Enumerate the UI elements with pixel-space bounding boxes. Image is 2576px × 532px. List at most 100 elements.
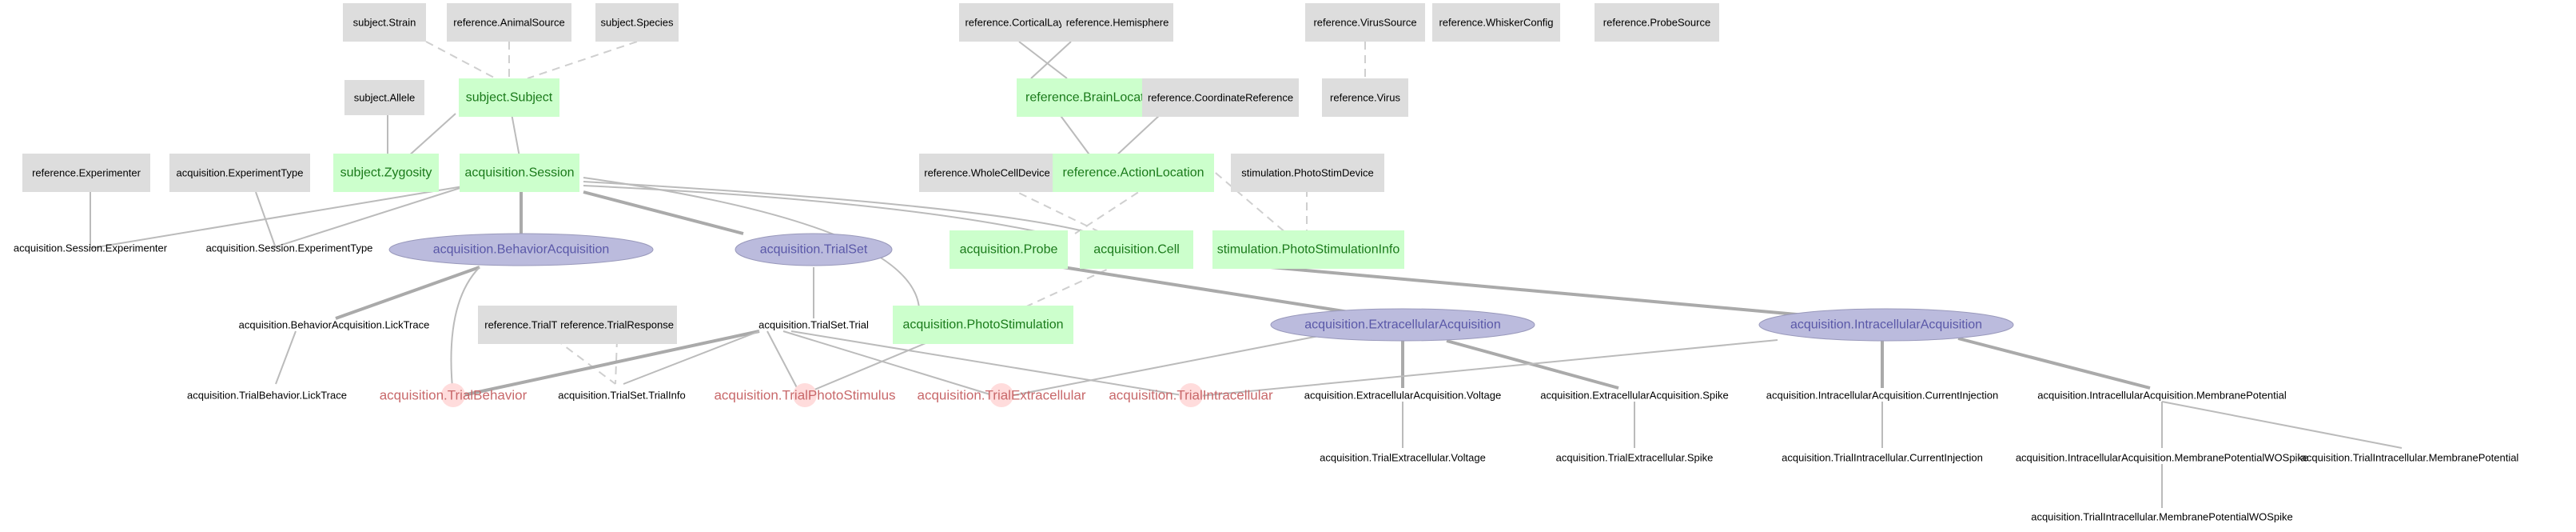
node-label: acquisition.Session bbox=[465, 166, 575, 180]
node-label: acquisition.ExtracellularAcquisition.Spi… bbox=[1540, 390, 1729, 402]
node-session: acquisition.Session bbox=[460, 154, 579, 192]
imported-table-dot bbox=[441, 383, 465, 407]
node-label: reference.ActionLocation bbox=[1063, 166, 1204, 180]
node-int-mp: acquisition.IntracellularAcquisition.Mem… bbox=[2037, 390, 2287, 402]
node-trint-mp: acquisition.TrialIntracellular.MembraneP… bbox=[2301, 452, 2519, 464]
node-label: acquisition.IntracellularAcquisition bbox=[1790, 318, 1982, 332]
lookup-table-box bbox=[22, 154, 150, 192]
lookup-table-box bbox=[1595, 3, 1719, 42]
lookup-table-box bbox=[169, 154, 310, 192]
node-trialbehavior: acquisition.TrialBehavior bbox=[380, 383, 528, 407]
node-label: acquisition.BehaviorAcquisition bbox=[433, 243, 610, 257]
lookup-table-box bbox=[919, 154, 1055, 192]
lookup-table-box bbox=[557, 306, 677, 344]
node-species: subject.Species bbox=[595, 3, 679, 42]
node-label: acquisition.Session.ExperimentType bbox=[206, 242, 373, 254]
node-label: subject.Species bbox=[600, 17, 674, 29]
node-label: acquisition.IntracellularAcquisition.Mem… bbox=[2037, 390, 2287, 402]
node-trialint: acquisition.TrialIntracellular bbox=[1109, 383, 1273, 407]
node-label: acquisition.ExtracellularAcquisition.Vol… bbox=[1304, 390, 1501, 402]
lookup-table-box bbox=[344, 80, 424, 115]
node-label: acquisition.TrialBehavior.LickTrace bbox=[187, 390, 347, 402]
node-exptype: acquisition.ExperimentType bbox=[169, 154, 310, 192]
lookup-table-box bbox=[447, 3, 571, 42]
node-label: reference.BrainLocation bbox=[1025, 91, 1161, 105]
node-label: acquisition.TrialExtracellular.Spike bbox=[1556, 452, 1714, 464]
lookup-table-box bbox=[1231, 154, 1384, 192]
node-trialext: acquisition.TrialExtracellular bbox=[917, 383, 1086, 407]
node-label: acquisition.TrialExtracellular.Voltage bbox=[1320, 452, 1486, 464]
node-label: acquisition.Cell bbox=[1093, 243, 1180, 257]
dependency-edges bbox=[90, 41, 2403, 508]
node-virussource: reference.VirusSource bbox=[1305, 3, 1425, 42]
manual-table-box bbox=[333, 154, 439, 192]
node-label: acquisition.IntracellularAcquisition.Mem… bbox=[2016, 452, 2308, 464]
lookup-table-box bbox=[1305, 3, 1425, 42]
node-label: subject.Zygosity bbox=[340, 166, 432, 180]
node-animalsource: reference.AnimalSource bbox=[447, 3, 571, 42]
node-actionloc: reference.ActionLocation bbox=[1053, 154, 1214, 192]
node-label: subject.Strain bbox=[353, 17, 416, 29]
node-virus: reference.Virus bbox=[1322, 78, 1408, 117]
node-licktrace: acquisition.BehaviorAcquisition.LickTrac… bbox=[239, 319, 430, 331]
node-label: acquisition.Session.Experimenter bbox=[14, 242, 168, 254]
node-psinfo: stimulation.PhotoStimulationInfo bbox=[1212, 230, 1404, 269]
node-label: acquisition.TrialPhotoStimulus bbox=[714, 388, 895, 403]
node-trialinfo: acquisition.TrialSet.TrialInfo bbox=[558, 390, 685, 402]
computed-table-ellipse bbox=[1758, 308, 2014, 342]
manual-table-box bbox=[460, 154, 579, 192]
node-label: acquisition.PhotoStimulation bbox=[902, 318, 1063, 332]
node-trint-curr: acquisition.TrialIntracellular.CurrentIn… bbox=[1782, 452, 1983, 464]
node-ext-spike: acquisition.ExtracellularAcquisition.Spi… bbox=[1540, 390, 1729, 402]
node-cell: acquisition.Cell bbox=[1080, 230, 1193, 269]
node-trialresponse: reference.TrialResponse bbox=[557, 306, 677, 344]
node-intacq: acquisition.IntracellularAcquisition bbox=[1758, 308, 2014, 342]
node-trialphotostim: acquisition.TrialPhotoStimulus bbox=[714, 383, 896, 407]
node-zygosity: subject.Zygosity bbox=[333, 154, 439, 192]
lookup-table-box bbox=[595, 3, 679, 42]
node-label: acquisition.TrialBehavior bbox=[380, 388, 528, 403]
node-int-curr: acquisition.IntracellularAcquisition.Cur… bbox=[1766, 390, 1998, 402]
lookup-table-box bbox=[1142, 78, 1299, 117]
node-trb-lick: acquisition.TrialBehavior.LickTrace bbox=[187, 390, 347, 402]
node-label: acquisition.Probe bbox=[960, 243, 1058, 257]
node-sess-exptype: acquisition.Session.ExperimentType bbox=[206, 242, 373, 254]
node-label: subject.Subject bbox=[466, 91, 553, 105]
node-hemisphere: reference.Hemisphere bbox=[1061, 3, 1173, 42]
node-label: reference.TrialResponse bbox=[560, 319, 674, 331]
node-label: reference.Hemisphere bbox=[1066, 17, 1169, 29]
table-nodes: subject.Strain reference.AnimalSource subj… bbox=[14, 3, 2519, 523]
node-label: reference.CorticalLayer bbox=[965, 17, 1073, 29]
node-probe: acquisition.Probe bbox=[950, 230, 1068, 269]
node-coordref: reference.CoordinateReference bbox=[1142, 78, 1299, 117]
node-sess-exp: acquisition.Session.Experimenter bbox=[14, 242, 168, 254]
node-experimenter: reference.Experimenter bbox=[22, 154, 150, 192]
manual-table-box bbox=[1212, 230, 1404, 269]
node-label: reference.AnimalSource bbox=[453, 17, 564, 29]
node-label: acquisition.ExtracellularAcquisition bbox=[1304, 318, 1500, 332]
node-label: subject.Allele bbox=[354, 92, 416, 104]
manual-table-box bbox=[459, 78, 559, 117]
node-label: stimulation.PhotoStimDevice bbox=[1241, 167, 1373, 179]
node-label: reference.ProbeSource bbox=[1603, 17, 1710, 29]
lookup-table-box bbox=[959, 3, 1079, 42]
node-photostim: acquisition.PhotoStimulation bbox=[893, 306, 1073, 344]
node-whisker: reference.WhiskerConfig bbox=[1432, 3, 1560, 42]
node-allele: subject.Allele bbox=[344, 80, 424, 115]
node-label: acquisition.TrialSet.TrialInfo bbox=[558, 390, 685, 402]
node-label: acquisition.ExperimentType bbox=[177, 167, 304, 179]
node-trialset: acquisition.TrialSet bbox=[735, 233, 893, 266]
node-int-mpwo: acquisition.IntracellularAcquisition.Mem… bbox=[2016, 452, 2308, 464]
computed-table-ellipse bbox=[388, 233, 654, 266]
node-extacq: acquisition.ExtracellularAcquisition bbox=[1270, 308, 1535, 342]
lookup-table-box bbox=[343, 3, 426, 42]
node-probesource: reference.ProbeSource bbox=[1595, 3, 1719, 42]
node-trint-mpwo: acquisition.TrialIntracellular.MembraneP… bbox=[2031, 511, 2293, 523]
lookup-table-box bbox=[1322, 78, 1408, 117]
node-photostimdev: stimulation.PhotoStimDevice bbox=[1231, 154, 1384, 192]
node-strain: subject.Strain bbox=[343, 3, 426, 42]
computed-table-ellipse bbox=[735, 233, 893, 266]
imported-table-dot bbox=[1179, 383, 1203, 407]
manual-table-box bbox=[950, 230, 1068, 269]
